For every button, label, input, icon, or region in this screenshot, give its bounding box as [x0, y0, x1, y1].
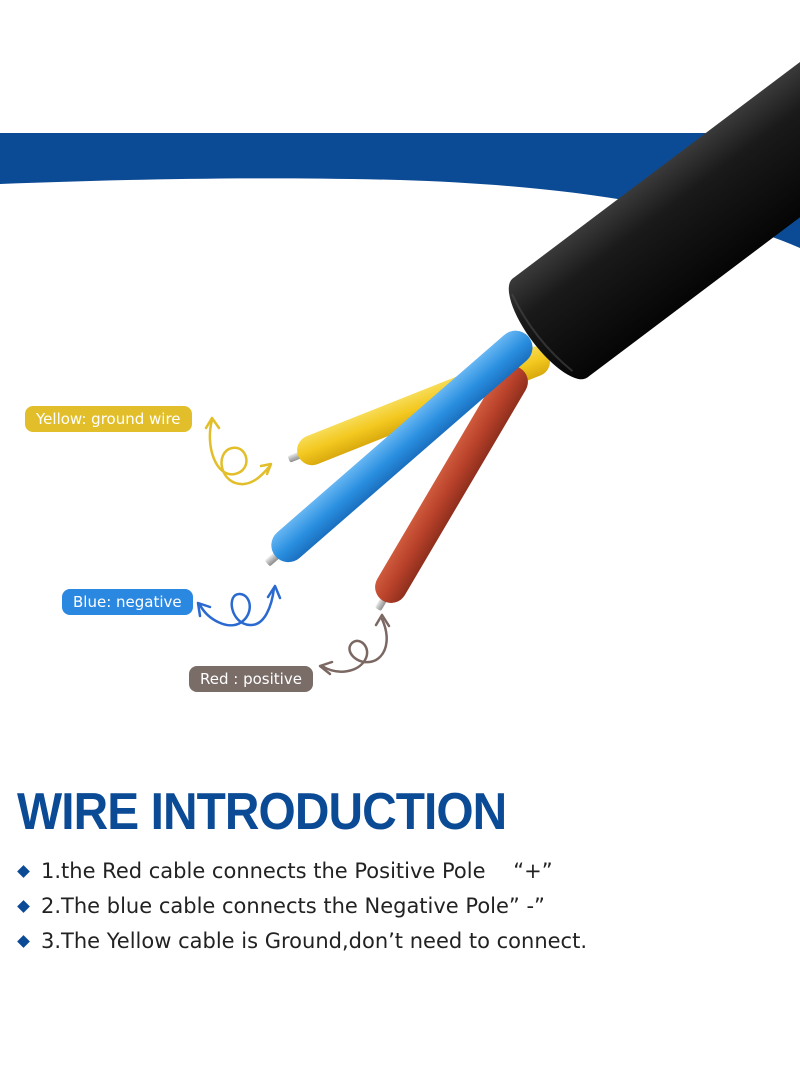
diamond-bullet-icon: [17, 934, 30, 948]
wire-instructions-list: 1.the Red cable connects the Positive Po…: [16, 854, 587, 959]
curly-arrow-blue-icon: [198, 586, 276, 627]
list-item: 3.The Yellow cable is Ground,don’t need …: [16, 924, 587, 959]
diamond-bullet-icon: [17, 899, 30, 913]
page-title: WIRE INTRODUCTION: [17, 783, 507, 841]
list-item: 1.the Red cable connects the Positive Po…: [16, 854, 587, 889]
black-cable: [508, 37, 800, 380]
red-wire-label: Red : positive: [189, 666, 313, 692]
list-item-text: 2.The blue cable connects the Negative P…: [41, 894, 545, 918]
diamond-bullet-icon: [17, 864, 30, 878]
list-item: 2.The blue cable connects the Negative P…: [16, 889, 587, 924]
cable-illustration: [0, 37, 800, 676]
list-item-text: 1.the Red cable connects the Positive Po…: [41, 859, 553, 883]
curly-arrow-yellow-icon: [208, 418, 272, 486]
blue-banner: [0, 133, 800, 248]
yellow-wire-label: Yellow: ground wire: [25, 406, 192, 432]
list-item-text: 3.The Yellow cable is Ground,don’t need …: [41, 929, 588, 953]
blue-wire-label: Blue: negative: [62, 589, 193, 615]
curly-arrow-red-icon: [320, 617, 388, 673]
blue-wire: [265, 330, 533, 566]
red-wire: [375, 365, 528, 611]
